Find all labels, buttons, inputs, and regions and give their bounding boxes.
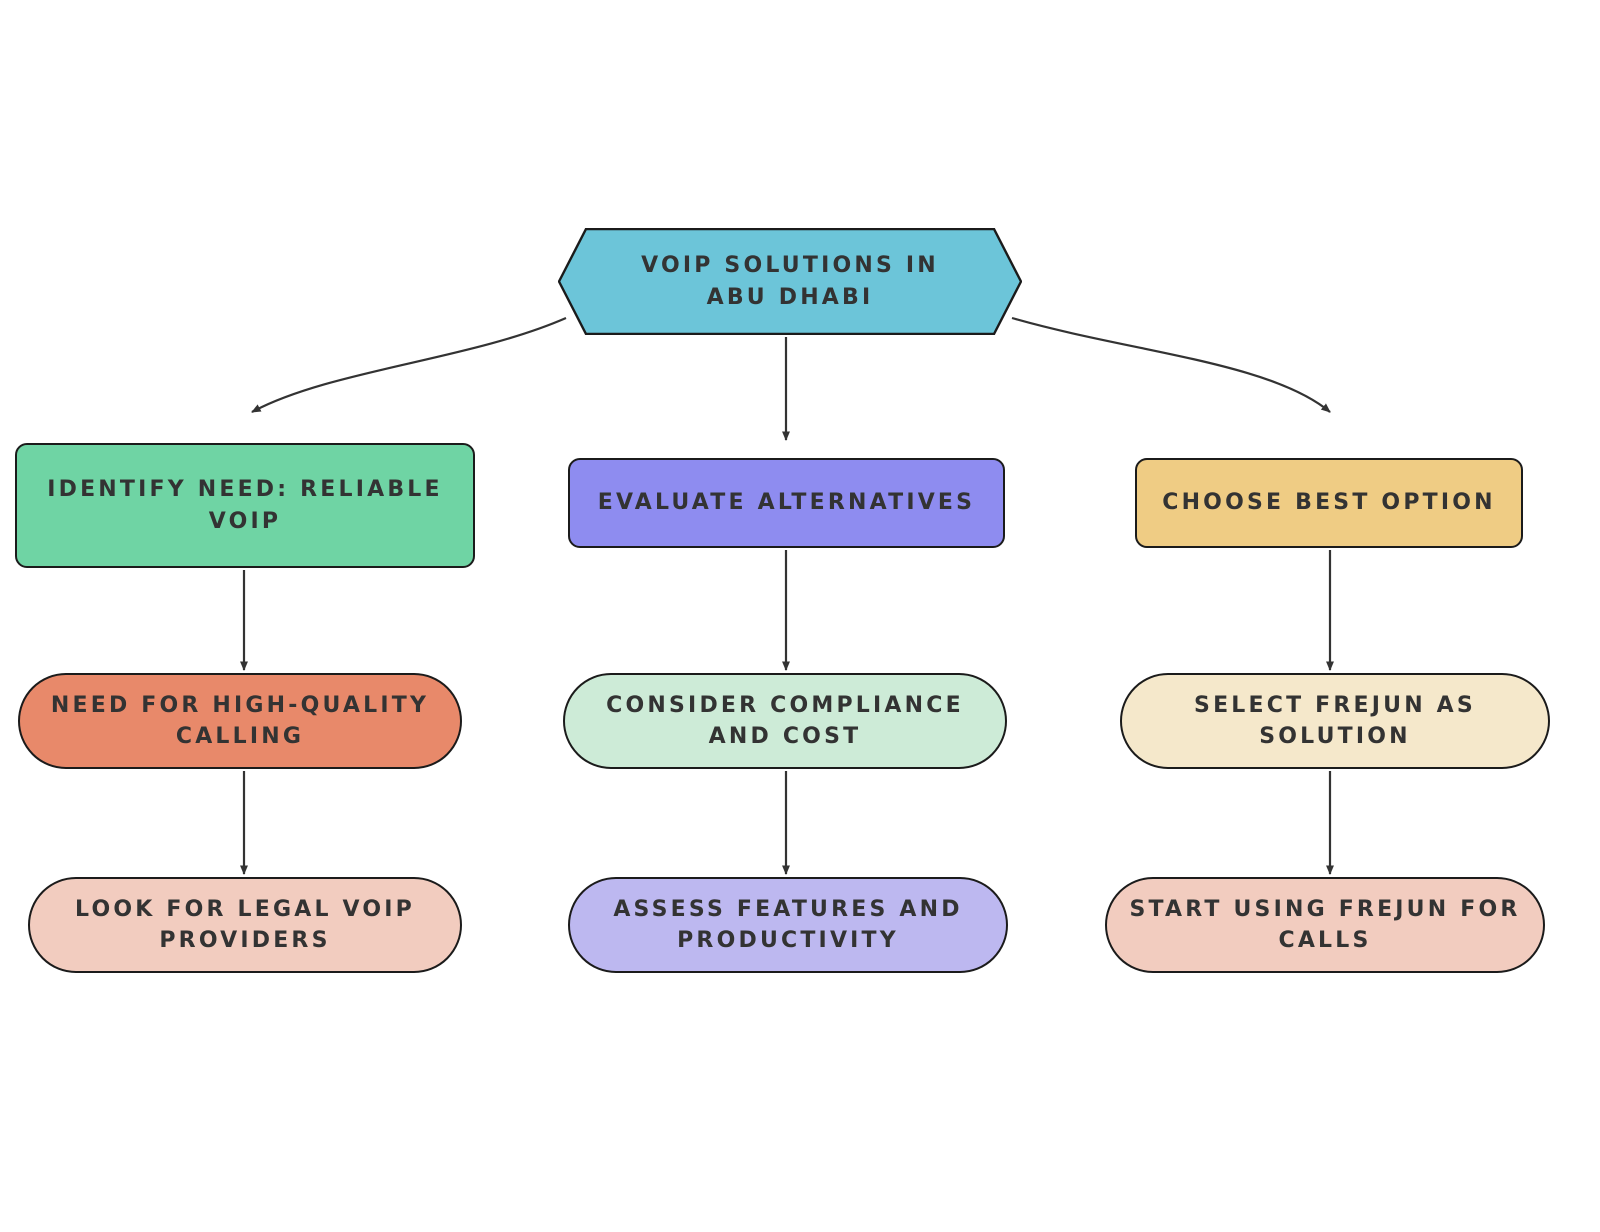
node-label: Identify Need: Reliable VoIP: [47, 477, 443, 534]
node-look-for-legal-voip-providers[interactable]: Look for Legal VoIP Providers: [28, 877, 462, 973]
node-choose-best-option[interactable]: Choose Best Option: [1135, 458, 1523, 548]
node-label: Select Frejun as Solution: [1194, 692, 1476, 749]
node-label: Choose Best Option: [1162, 490, 1496, 516]
node-evaluate-alternatives[interactable]: Evaluate Alternatives: [568, 458, 1005, 548]
edge-root-to-choose-best-option: [1011, 316, 1331, 413]
node-need-for-high-quality-calling[interactable]: Need for High-Quality Calling: [18, 673, 462, 769]
node-label: Assess Features and Productivity: [613, 896, 963, 953]
node-label: Look for Legal VoIP Providers: [75, 896, 415, 953]
node-start-using-frejun-for-calls[interactable]: Start Using Frejun for Calls: [1105, 877, 1545, 973]
node-identify-need-reliable-voip[interactable]: Identify Need: Reliable VoIP: [15, 443, 475, 568]
node-label: VoIP Solutions in Abu Dhabi: [641, 253, 939, 310]
node-label: Evaluate Alternatives: [597, 490, 976, 516]
node-label: Need for High-Quality Calling: [50, 692, 430, 749]
hexagon-shape: [558, 228, 1022, 335]
node-label: Start Using Frejun for Calls: [1129, 896, 1521, 953]
edge-root-to-identify-need: [251, 316, 567, 413]
node-label: Consider Compliance and Cost: [606, 692, 964, 749]
node-consider-compliance-and-cost[interactable]: Consider Compliance and Cost: [563, 673, 1007, 769]
node-select-frejun-as-solution[interactable]: Select Frejun as Solution: [1120, 673, 1550, 769]
node-assess-features-and-productivity[interactable]: Assess Features and Productivity: [568, 877, 1008, 973]
node-voip-solutions-in-abu-dhabi[interactable]: VoIP Solutions in Abu Dhabi: [558, 228, 1022, 335]
